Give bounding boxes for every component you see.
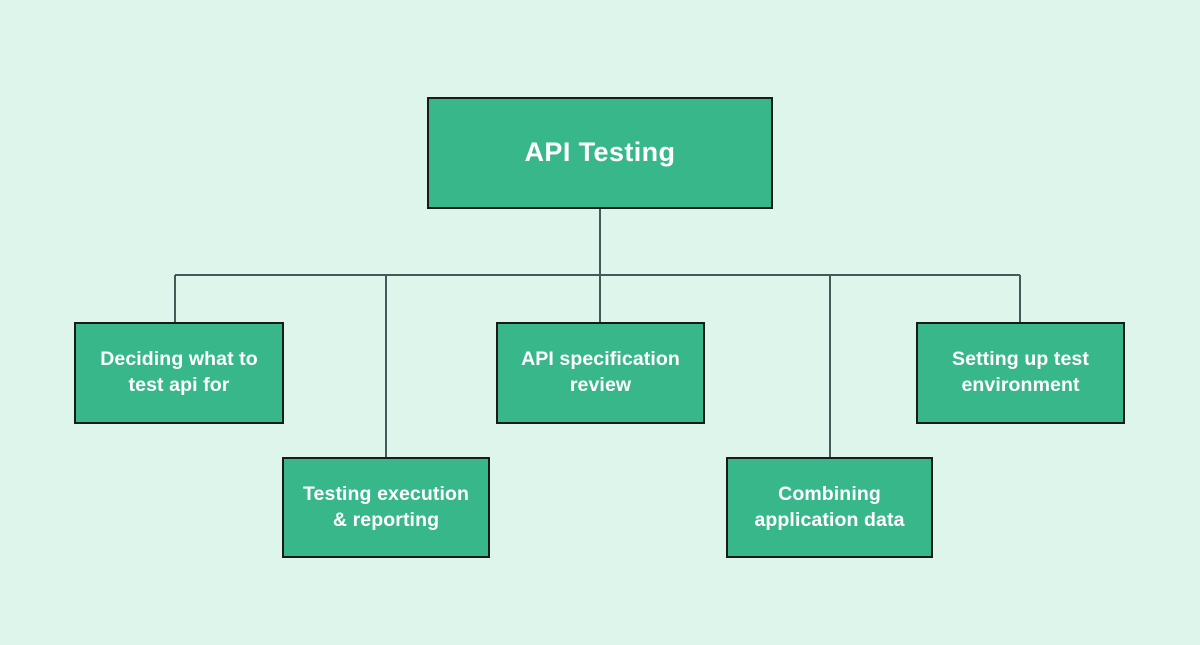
node-child-testing-execution-reporting[interactable]: Testing execution & reporting — [282, 457, 490, 558]
node-root-label: API Testing — [524, 137, 676, 168]
node-child-label: Combining application data — [754, 482, 905, 531]
node-child-label: API specification review — [521, 348, 680, 396]
node-child-label: Deciding what to test api for — [100, 348, 258, 396]
node-child-combining-application-data[interactable]: Combining application data — [726, 457, 933, 558]
node-child-deciding-what-to-test[interactable]: Deciding what to test api for — [74, 322, 284, 424]
node-child-setting-up-test-environment[interactable]: Setting up test environment — [916, 322, 1125, 424]
node-root-api-testing[interactable]: API Testing — [427, 97, 773, 209]
node-child-label: Setting up test environment — [952, 348, 1089, 396]
node-child-label: Testing execution & reporting — [302, 482, 470, 531]
node-child-api-specification-review[interactable]: API specification review — [496, 322, 705, 424]
